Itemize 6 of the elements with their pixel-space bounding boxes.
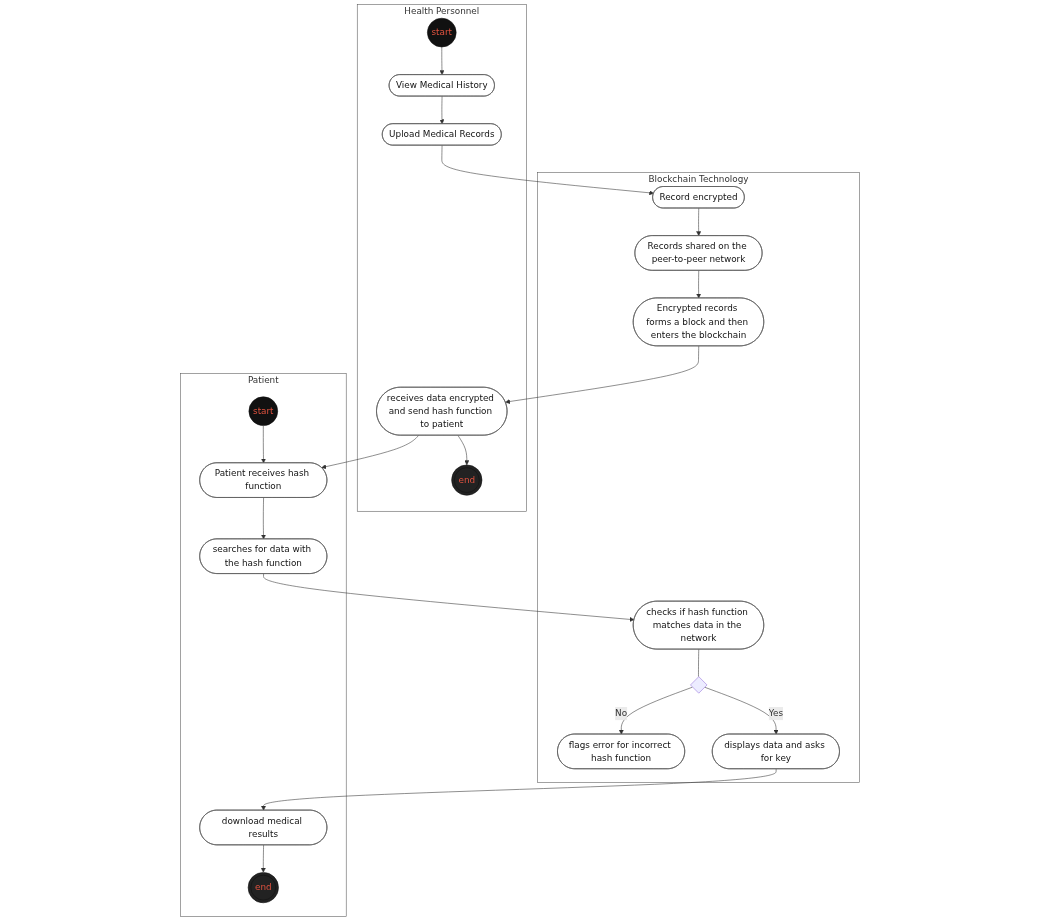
edge-label: No xyxy=(615,708,628,719)
node-circle: start xyxy=(427,17,457,48)
edge-label: Yes xyxy=(768,708,783,719)
node-circle: start xyxy=(248,396,278,426)
node-diamond xyxy=(690,676,708,694)
connector xyxy=(698,649,700,677)
